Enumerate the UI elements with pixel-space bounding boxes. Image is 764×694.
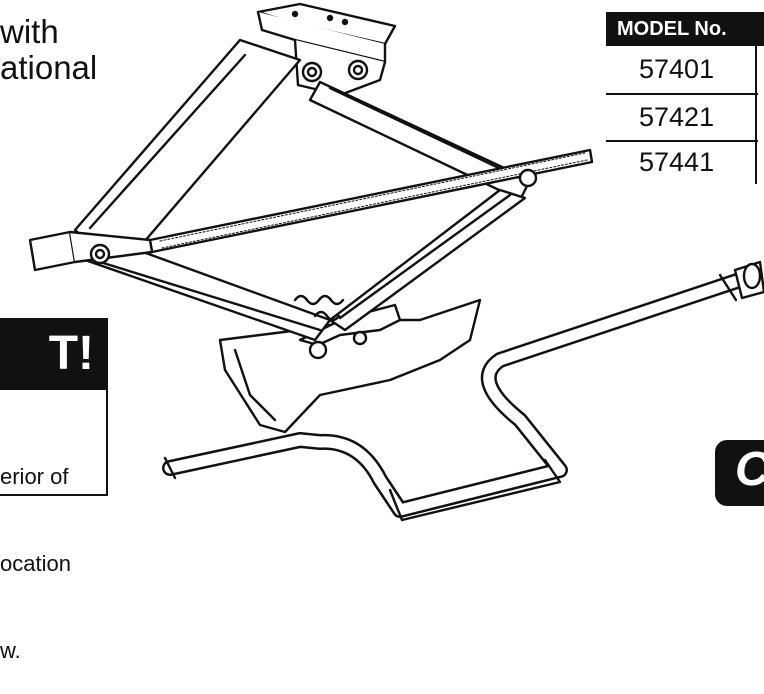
scissor-jack-illustration — [28, 2, 764, 522]
jack-screw — [28, 148, 594, 272]
table-divider — [606, 140, 758, 142]
table-divider — [606, 93, 758, 95]
jack-handle — [162, 260, 764, 522]
jack-lower-arms — [83, 188, 527, 342]
model-number-1: 57401 — [639, 54, 715, 84]
model-number-3: 57441 — [639, 147, 715, 177]
warning-line-1: erior of — [0, 464, 69, 489]
intro-line-1: with — [0, 13, 59, 50]
corner-tab: C — [715, 440, 764, 506]
jack-gear-teeth — [293, 294, 345, 306]
jack-saddle — [256, 2, 397, 97]
intro-text: with ational — [0, 14, 97, 86]
warning-line-3: w. — [0, 638, 21, 663]
intro-line-2: ational — [0, 49, 98, 86]
model-number-2: 57421 — [639, 102, 715, 132]
warning-heading: T! — [0, 318, 108, 388]
warning-line-2: ocation — [0, 551, 71, 576]
model-table-header: MODEL No. — [606, 12, 764, 46]
warning-box: erior of ocation w. — [0, 388, 108, 663]
corner-tab-letter: C — [735, 442, 764, 497]
table-border — [755, 46, 757, 184]
